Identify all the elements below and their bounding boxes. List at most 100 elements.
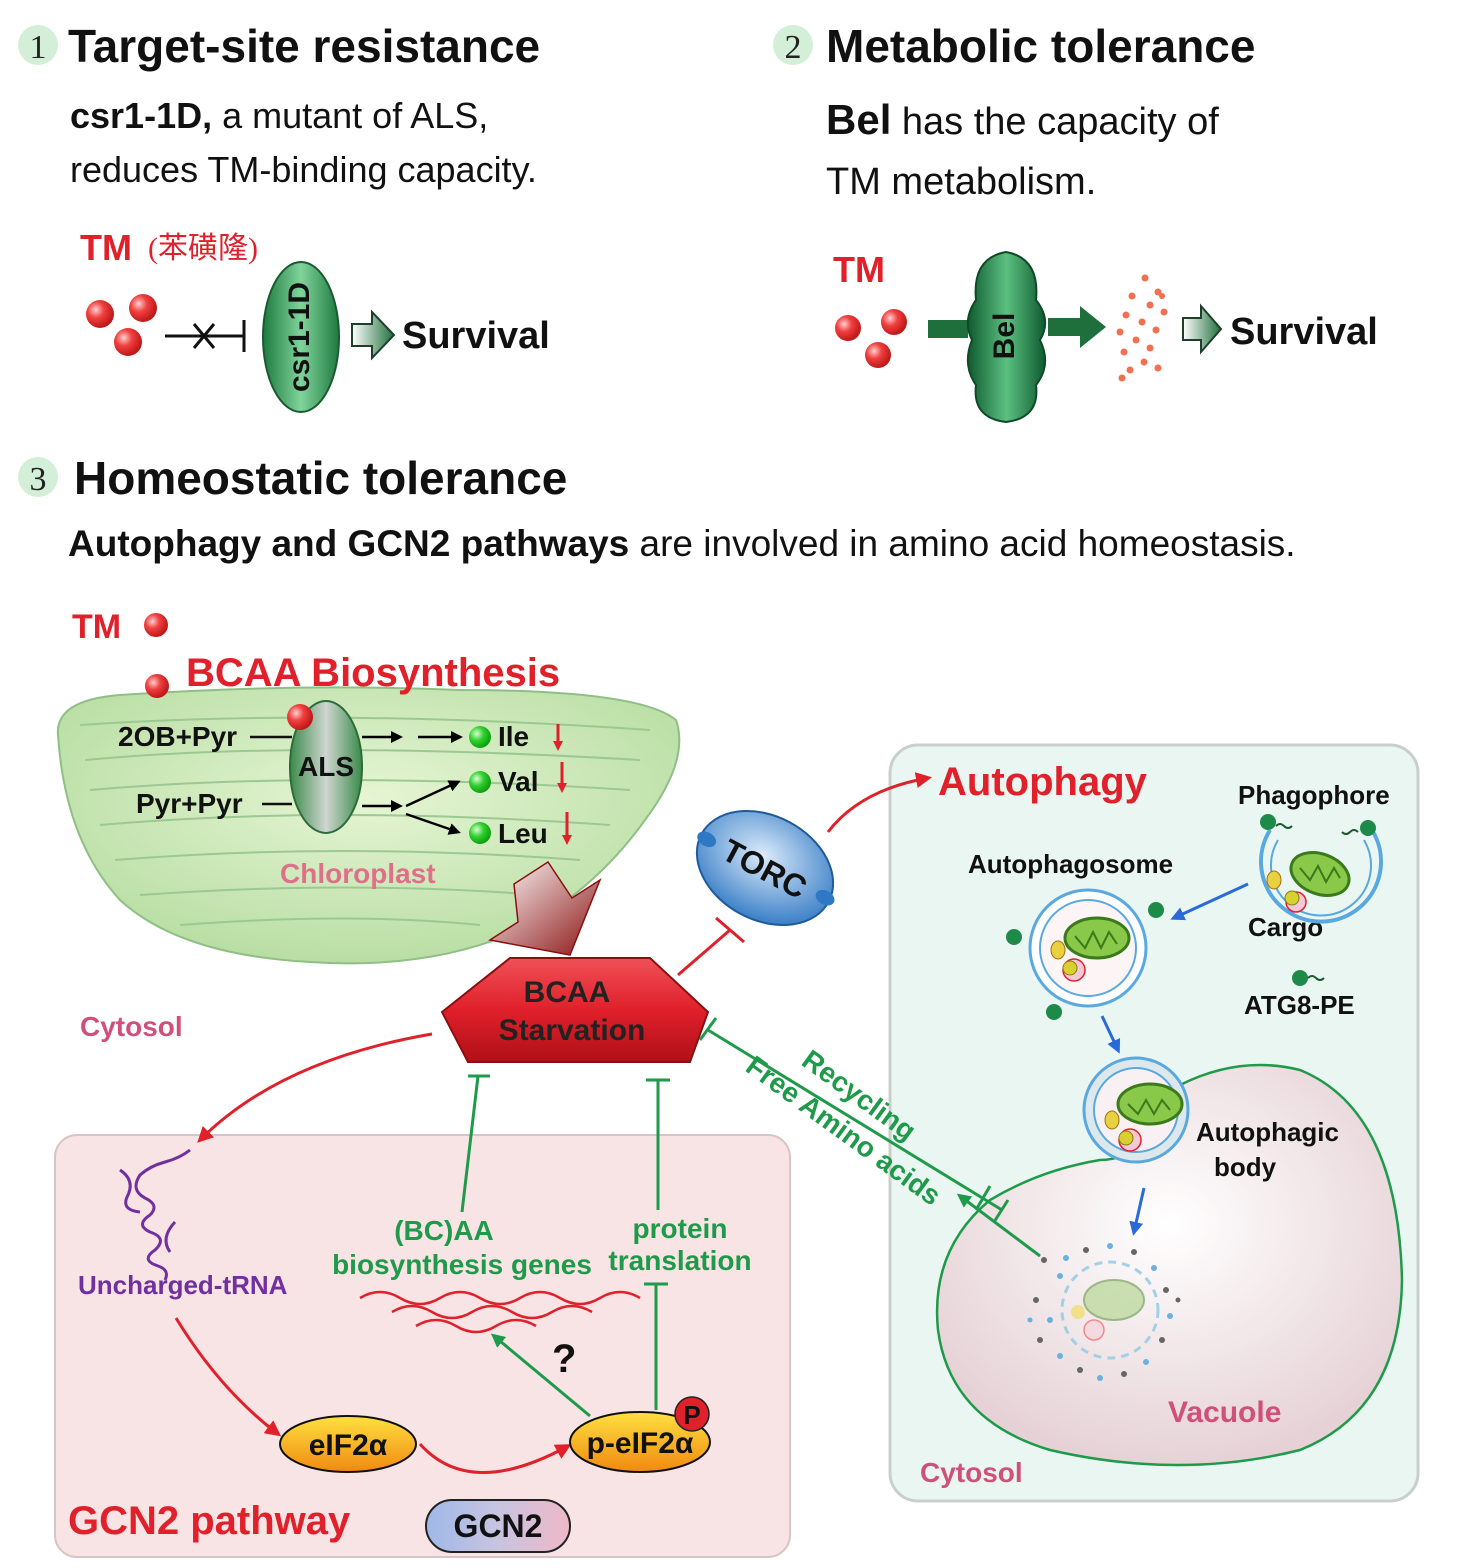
section-homeostatic-tolerance-header: 3 Homeostatic tolerance Autophagy and GC…	[18, 452, 1296, 564]
starvation-to-trna-arrow	[197, 1032, 433, 1143]
tm-molecule	[129, 294, 157, 322]
gcn2-pathway-title: GCN2 pathway	[68, 1499, 351, 1543]
survival-label: Survival	[402, 315, 550, 357]
phospho-badge-label: P	[683, 1400, 700, 1430]
survival-label: Survival	[1230, 311, 1378, 353]
tm-molecule	[835, 315, 861, 341]
degrading-autophagic-body	[1060, 1260, 1160, 1360]
section-number-badge	[18, 25, 58, 65]
autophagy-region: Autophagy Phagophore Autophagosome Cargo…	[920, 760, 1404, 1488]
section-description-line1: csr1-1D, a mutant of ALS,	[70, 95, 488, 136]
unknown-mechanism-question: ?	[552, 1337, 576, 1381]
als-label: ALS	[298, 751, 354, 782]
ile-label: Ile	[498, 721, 529, 752]
section-number-badge	[18, 457, 58, 497]
chloroplast-label: Chloroplast	[280, 858, 436, 889]
bel-enzyme	[966, 250, 1047, 424]
autophagic-body-degradation-arrow	[1129, 1187, 1146, 1236]
inhibition-bar	[974, 1185, 992, 1211]
autophagic-body-line2: body	[1214, 1152, 1277, 1182]
survival-arrow-icon	[351, 309, 396, 361]
tm-molecule	[865, 342, 891, 368]
metabolism-input-arrow	[928, 320, 968, 338]
pathway-arrow	[405, 812, 461, 835]
atg8-pe-label: ATG8-PE	[1244, 990, 1355, 1020]
section-description-line1: Bel has the capacity of	[826, 96, 1219, 143]
recycling-arrow	[956, 1193, 1041, 1258]
protein-translation-line1: protein	[633, 1213, 728, 1244]
autophagosome-to-vacuole-arrow	[1100, 1015, 1121, 1054]
gcn2-label: GCN2	[454, 1508, 543, 1544]
substrate-2ob-pyr: 2OB+Pyr	[118, 721, 237, 752]
tm-molecule	[144, 613, 168, 637]
cytosol-label-left: Cytosol	[80, 1011, 183, 1042]
eif2a-node	[279, 1415, 417, 1473]
recycling-inhibition-line	[707, 1028, 1003, 1212]
big-arrow-to-starvation	[488, 860, 602, 956]
section-number: 1	[30, 29, 47, 66]
atg8-tail	[1341, 829, 1359, 835]
genes-inhibit-starvation	[460, 1075, 480, 1213]
bel-label: Bel	[988, 313, 1021, 360]
gcn2-node	[425, 1499, 571, 1553]
survival-arrow-icon	[1182, 303, 1223, 355]
section-number-badge	[773, 25, 813, 65]
metabolism-output-arrow	[1048, 306, 1106, 348]
p-eif2a-to-genes-arrow	[490, 1333, 591, 1418]
vacuole	[935, 1063, 1404, 1467]
section-target-site-resistance: 1 Target-site resistance csr1-1D, a muta…	[18, 20, 550, 413]
uncharged-trna-icon	[119, 1148, 191, 1281]
uncharged-trna-label: Uncharged-tRNA	[78, 1270, 288, 1300]
trna-to-eif2a-arrow	[174, 1317, 282, 1437]
atg8-pe-icon	[1148, 902, 1164, 918]
block-cross	[192, 323, 216, 349]
phagophore-to-autophagosome-arrow	[1170, 882, 1249, 921]
section-subtitle: Autophagy and GCN2 pathways are involved…	[68, 523, 1296, 564]
tm-chinese-name: (苯磺隆)	[148, 232, 258, 265]
autophagic-body-line1: Autophagic	[1196, 1117, 1339, 1147]
autophagy-title: Autophagy	[938, 760, 1148, 804]
p-eif2a-label: p-eIF2α	[587, 1427, 694, 1460]
tm-molecule	[114, 328, 142, 356]
section-description-line2: TM metabolism.	[826, 161, 1096, 203]
substrate-pyr-pyr: Pyr+Pyr	[136, 788, 243, 819]
section-number: 2	[785, 29, 802, 66]
torc-to-autophagy-arrow	[826, 772, 932, 833]
p-eif2a-node	[569, 1411, 711, 1473]
csr1-1d-label: csr1-1D	[283, 282, 316, 392]
mrna-transcripts-icon	[359, 1290, 641, 1334]
vacuole-label: Vacuole	[1168, 1396, 1281, 1429]
bcaa-starvation-line2: Starvation	[499, 1014, 646, 1047]
section-description-line2: reduces TM-binding capacity.	[70, 149, 537, 190]
inhibition-bar	[698, 1017, 718, 1041]
csr1-1d-protein	[262, 261, 340, 413]
tm-label: TM	[80, 227, 132, 268]
bcaa-starvation-hexagon	[440, 957, 710, 1063]
atg8-pe-legend-icon	[1292, 970, 1308, 986]
atg8-tail	[1275, 823, 1293, 829]
mitochondrion-icon	[1116, 1082, 1184, 1126]
pathway-arrow	[405, 780, 461, 808]
amino-acid-dot	[469, 822, 491, 844]
atg8-tail	[1307, 975, 1325, 981]
tm-label: TM	[72, 608, 121, 646]
cytosol-label-right: Cytosol	[920, 1457, 1023, 1488]
bcaa-biosynthesis-title: BCAA Biosynthesis	[186, 651, 560, 695]
phagophore-label: Phagophore	[1238, 780, 1390, 810]
section-number: 3	[30, 461, 47, 498]
protein-translation-line2: translation	[608, 1245, 751, 1276]
atg8-pe-icon	[1260, 814, 1276, 830]
cargo-label: Cargo	[1248, 912, 1323, 942]
leu-label: Leu	[498, 818, 548, 849]
phospho-badge-icon	[674, 1396, 710, 1432]
section-title: Homeostatic tolerance	[74, 452, 567, 504]
torc-node: TORC	[695, 809, 835, 927]
tm-molecule	[86, 300, 114, 328]
section-title: Metabolic tolerance	[826, 20, 1255, 72]
tm-molecule	[145, 674, 169, 698]
starvation-inhibits-torc	[677, 928, 731, 977]
tm-metabolite-fragments	[1116, 274, 1168, 382]
atg8-pe-icon	[1006, 929, 1022, 945]
section-metabolic-tolerance: 2 Metabolic tolerance Bel has the capaci…	[773, 20, 1378, 424]
